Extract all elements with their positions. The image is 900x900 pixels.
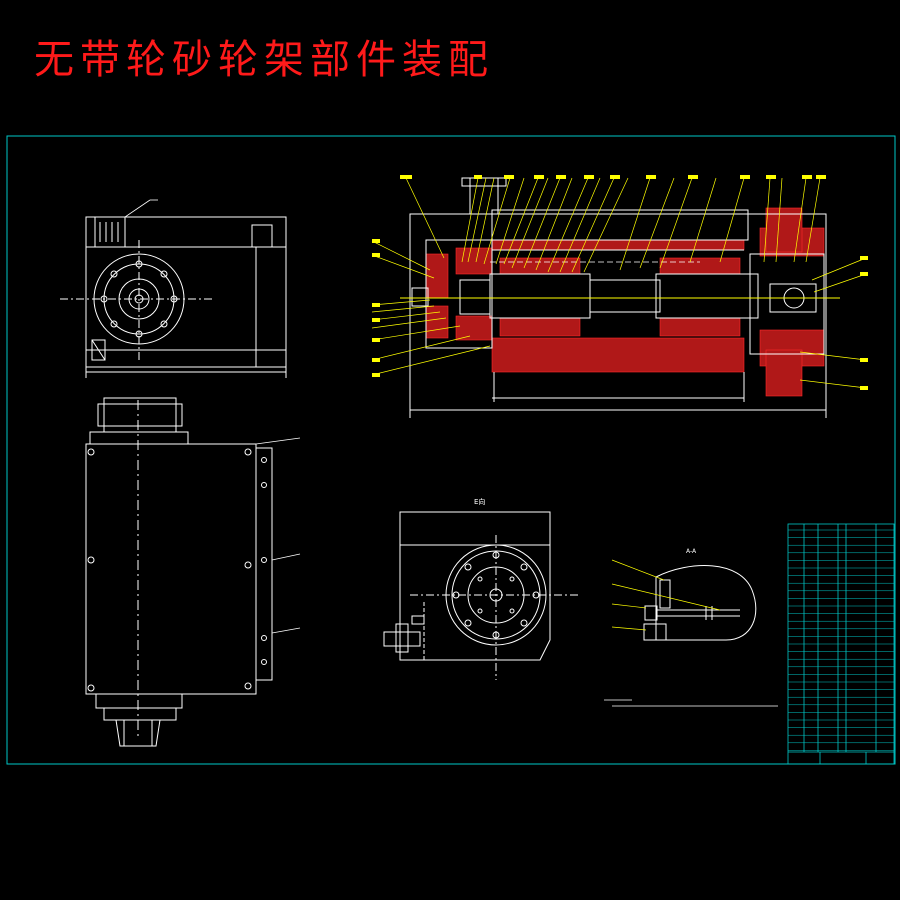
detail-view (643, 565, 757, 641)
detail-view-label: A-A (686, 548, 697, 555)
side-view (85, 397, 273, 747)
front-view (60, 216, 287, 378)
drawing-title: 无带轮砂轮架部件装配 (34, 37, 494, 83)
main-section (371, 175, 868, 418)
e-view-label: E向 (474, 497, 485, 506)
e-view (383, 511, 578, 680)
drawing-frame (6, 135, 896, 765)
